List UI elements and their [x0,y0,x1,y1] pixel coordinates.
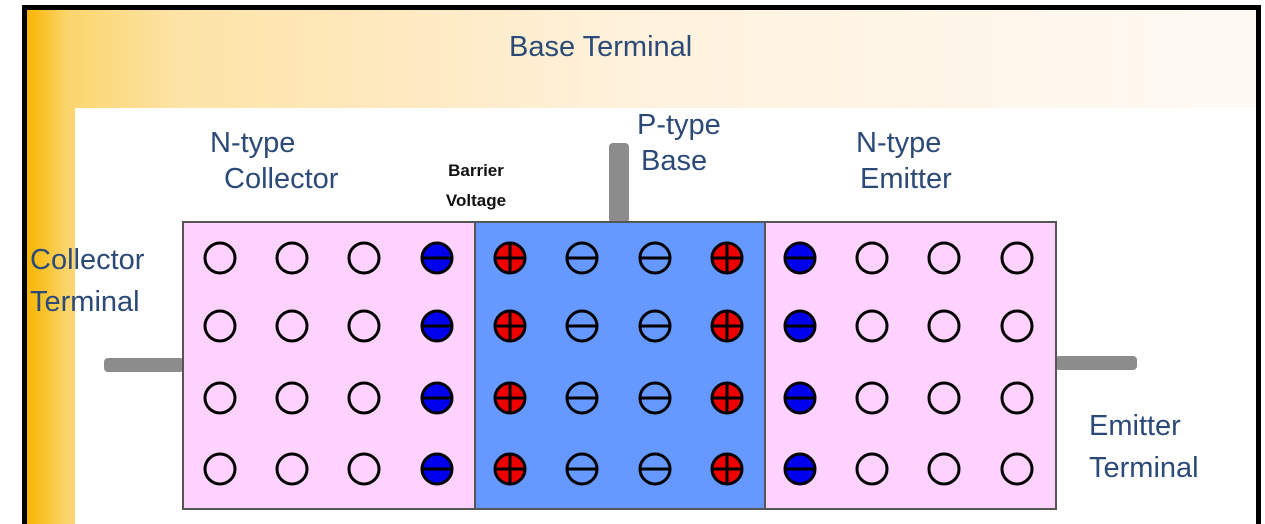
n-type-collector-line-2: Collector [224,163,339,195]
base-lead [609,143,629,223]
p-type-base-line-1: P-type [637,109,721,141]
base-terminal-label: Base Terminal [509,31,693,63]
barrier-voltage-label: Barrier Voltage [426,159,526,213]
transistor-body [182,221,1057,510]
n-type-collector-line-1: N-type [210,127,296,159]
p-type-base-line-2: Base [641,145,708,177]
barrier-voltage-line-1: Barrier [448,161,504,180]
n-type-emitter-label: N-type Emitter [856,125,952,197]
emitter-terminal-line-1: Emitter [1089,410,1181,442]
base-emitter-junction [764,223,766,508]
n-type-emitter-line-2: Emitter [860,163,952,195]
n-type-emitter-line-1: N-type [856,127,942,159]
emitter-terminal-line-2: Terminal [1089,452,1199,484]
p-type-base-label: P-type Base [637,107,721,179]
emitter-lead [1055,356,1137,370]
collector-terminal-line-1: Collector [30,244,145,276]
collector-base-junction [474,223,476,508]
collector-terminal-line-2: Terminal [30,286,140,318]
collector-lead [104,358,184,372]
n-type-collector-label: N-type Collector [210,125,338,197]
collector-terminal-label: Collector Terminal [30,239,144,323]
barrier-voltage-line-2: Voltage [445,191,507,210]
emitter-terminal-label: Emitter Terminal [1089,405,1199,489]
